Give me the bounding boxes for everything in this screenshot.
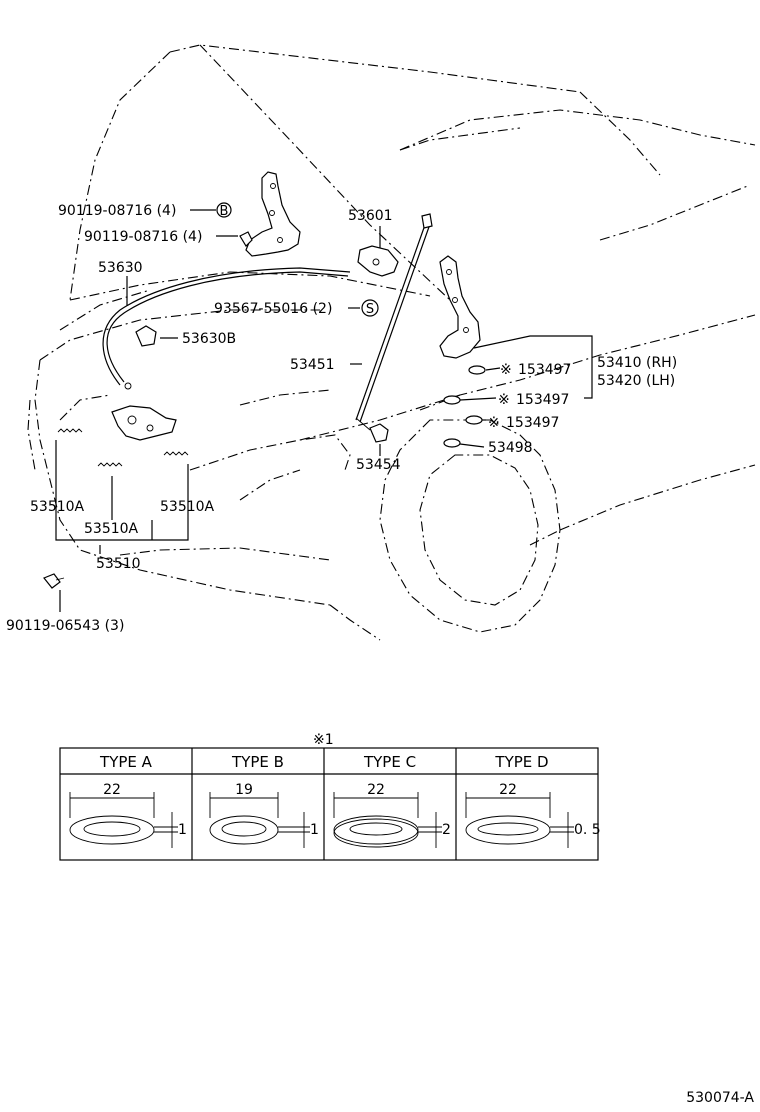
marker-b-text: B	[220, 204, 229, 219]
springs	[57, 428, 189, 467]
type-1-width-ticks	[69, 792, 155, 818]
type-1-name: TYPE A	[99, 753, 153, 771]
part-label-cushion: 53498	[488, 440, 533, 456]
marker-s-text: S	[366, 302, 374, 317]
type-4-thickness-lines	[550, 826, 574, 833]
part-label-cable: 53630	[98, 260, 143, 276]
part-label-hinge-lh: 53420 (LH)	[597, 373, 675, 389]
type-3-width-ticks	[333, 792, 419, 818]
note-mark-3: ※	[488, 415, 500, 431]
hood-hinge-right-part	[439, 255, 481, 359]
note-mark-2: ※	[498, 392, 510, 408]
type-2-name: TYPE B	[231, 753, 284, 771]
diagram-code: 530074-A	[686, 1090, 754, 1106]
hood-lock-bracket-part	[357, 245, 399, 277]
type-3-thickness-lines	[418, 826, 442, 833]
type-3-washer-edge	[333, 818, 419, 848]
hood-hinge-left-part	[245, 171, 301, 257]
hinge-washers	[443, 365, 486, 448]
type-2-washer-inner	[221, 821, 267, 837]
part-label-rod-clip: 53454	[356, 457, 401, 473]
type-4-washer-inner	[477, 822, 539, 836]
type-2-width-value: 19	[235, 782, 253, 798]
type-4-washer-outer	[465, 815, 551, 845]
part-label-lock-assy: 53510	[96, 556, 141, 572]
type-1-width-value: 22	[103, 782, 121, 798]
hood-release-cable	[102, 267, 351, 390]
type-3-width-value: 22	[367, 782, 385, 798]
type-1-washer-outer	[69, 815, 155, 845]
car-outline	[27, 44, 756, 641]
type-2-thickness-value: 1	[310, 822, 319, 838]
type-1-washer-inner	[83, 821, 141, 837]
type-2-thickness-lines	[278, 826, 310, 833]
part-label-bolt-c: 90119-06543 (3)	[6, 618, 124, 634]
part-label-screw: 93567-55016 (2)	[214, 301, 332, 317]
type-3-name: TYPE C	[363, 753, 416, 771]
hood-support-rod	[355, 213, 433, 423]
part-label-hinge-rh: 53410 (RH)	[597, 355, 677, 371]
type-1-thickness-lines	[154, 826, 178, 833]
leader-lines	[55, 209, 593, 612]
washer-type-table	[59, 747, 599, 861]
type-2-washer-outer	[209, 815, 279, 845]
part-label-lock-bracket: 53601	[348, 208, 393, 224]
type-4-thickness-value: 0. 5	[574, 822, 601, 838]
part-label-washer-1b: 153497	[516, 392, 569, 408]
marker-s: S	[361, 299, 379, 317]
part-label-washer-1c: 153497	[506, 415, 559, 431]
part-label-washer-1a: 153497	[518, 362, 571, 378]
part-label-bolt-b: 90119-08716 (4)	[84, 229, 202, 245]
part-label-spring-mid: 53510A	[84, 521, 139, 537]
part-labels: 90119-08716 (4) 90119-08716 (4) 53630 53…	[6, 203, 677, 634]
table-note-ref: ※1	[313, 732, 334, 748]
type-3-washer-inner	[349, 822, 403, 836]
part-label-bolt-a: 90119-08716 (4)	[58, 203, 176, 219]
type-3-washer-outer	[333, 815, 419, 845]
part-label-spring-right: 53510A	[160, 499, 215, 515]
type-3-thickness-value: 2	[442, 822, 451, 838]
part-label-clamp: 53630B	[182, 331, 236, 347]
note-mark-1: ※	[500, 362, 512, 378]
type-2-width-ticks	[209, 792, 279, 818]
part-label-rod: 53451	[290, 357, 335, 373]
rod-clip-part	[355, 417, 389, 443]
type-4-width-value: 22	[499, 782, 517, 798]
clamp-part	[135, 325, 157, 347]
type-4-width-ticks	[465, 792, 551, 818]
type-1-thickness-value: 1	[178, 822, 187, 838]
part-label-spring-left: 53510A	[30, 499, 85, 515]
hood-lock-part	[111, 405, 177, 441]
type-4-name: TYPE D	[494, 753, 548, 771]
bolt-parts	[43, 231, 253, 589]
marker-b: B	[216, 202, 232, 219]
